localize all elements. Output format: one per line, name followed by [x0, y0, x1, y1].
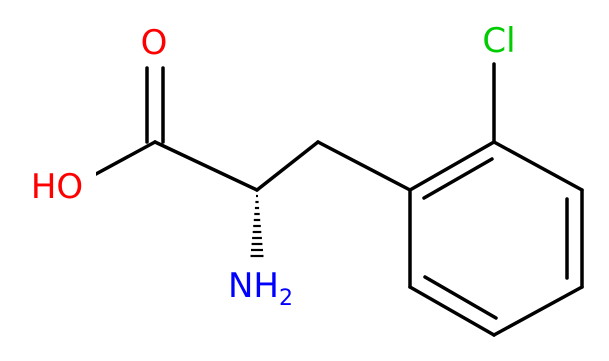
bond-c-calpha: [153, 140, 259, 192]
bond-calpha-ch2: [255, 140, 320, 192]
ring-bond-5: [408, 285, 496, 337]
stereo-hashed-bond: [250, 194, 264, 258]
bond-group: [94, 62, 584, 337]
bond-ch2-ring: [316, 140, 412, 192]
ring-bond-2: [492, 140, 584, 192]
bond-c-oh: [94, 140, 157, 176]
atom-amine: NH2: [228, 266, 293, 311]
ring-bond-1: [408, 140, 496, 192]
ring-inner-1: [422, 157, 494, 200]
atom-carbonyl-oxygen: O: [141, 23, 168, 63]
atom-chlorine: Cl: [482, 21, 515, 61]
ring-inner-3: [423, 275, 498, 320]
ring-bond-4: [492, 285, 584, 337]
atom-hydroxyl: HO: [31, 167, 83, 207]
